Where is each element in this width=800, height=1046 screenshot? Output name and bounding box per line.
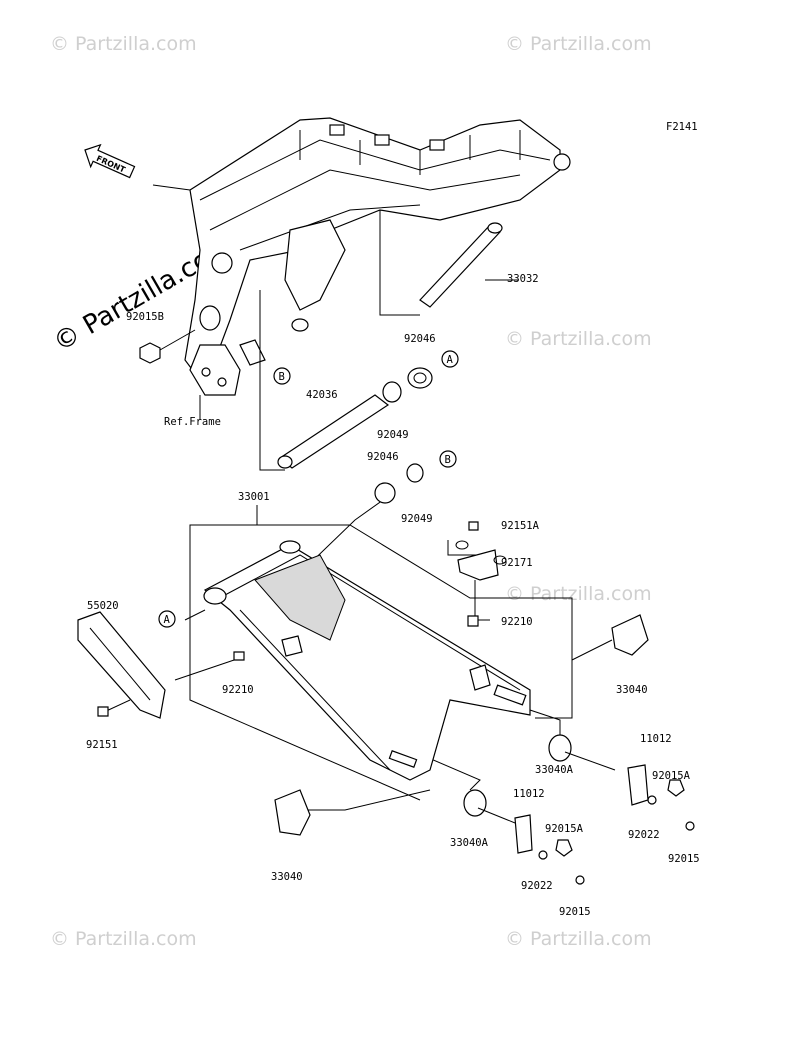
plate-33040-left [274,789,311,836]
label-92210-left: 92210 [222,684,254,696]
figure-code: F2141 [666,121,698,133]
main-frame [184,117,571,396]
plate-33040-right [611,614,649,656]
leader-lines [101,184,613,811]
label-92015a-left: 92015A [545,823,584,835]
label-33001: 33001 [238,491,270,503]
label-92015a-right: 92015A [652,770,691,782]
label-11012-right: 11012 [640,733,672,745]
nut-92015b [139,342,161,364]
watermark-2: © Partzilla.com [505,33,652,55]
seal-92049-top [382,381,402,403]
label-42036: 42036 [306,389,338,401]
label-11012-left: 11012 [513,788,545,800]
clamp-92171 [457,549,499,581]
label-92151: 92151 [86,739,118,751]
parts-drawings [77,222,695,885]
label-92210-right: 92210 [501,616,533,628]
watermark-6: © Partzilla.com [505,928,652,950]
label-92046-top: 92046 [404,333,436,345]
callout-b-top [273,367,291,385]
callouts: A B B A [158,350,459,628]
label-92015-left: 92015 [559,906,591,918]
svg-text:B: B [445,454,451,466]
label-92046-mid: 92046 [367,451,399,463]
label-33040-right: 33040 [616,684,648,696]
svg-text:A: A [447,354,454,366]
label-ref-frame: Ref.Frame [164,416,221,428]
label-92022-right: 92022 [628,829,660,841]
label-92049-mid: 92049 [401,513,433,525]
seal-92049-mid [406,463,424,483]
swing-arm [203,540,531,781]
label-92151a: 92151A [501,520,540,532]
callout-a-top [441,350,459,368]
label-92171: 92171 [501,557,533,569]
callout-a-left [158,610,176,628]
label-92022-left: 92022 [521,880,553,892]
label-55020: 55020 [87,600,119,612]
bearing-92046-mid [374,482,396,504]
label-33040a-right: 33040A [535,764,574,776]
part-labels: 92015B 33032 92046 42036 92049 Ref.Frame… [86,273,700,918]
front-arrow-icon: FRONT [84,143,136,179]
bearing-92046-top [407,367,433,389]
watermark-5: © Partzilla.com [50,928,197,950]
label-92015-right: 92015 [668,853,700,865]
watermark-1: © Partzilla.com [50,33,197,55]
chain-guide-55020 [77,611,166,719]
label-33040-left: 33040 [271,871,303,883]
svg-text:A: A [164,614,171,626]
callout-b-mid [439,450,457,468]
svg-text:B: B [279,371,285,383]
label-92015b: 92015B [126,311,164,323]
watermark-3: © Partzilla.com [505,328,652,350]
label-33032: 33032 [507,273,539,285]
label-92049-top: 92049 [377,429,409,441]
axle-33032 [419,224,501,308]
label-33040a-left: 33040A [450,837,489,849]
watermark-4: © Partzilla.com [505,583,652,605]
